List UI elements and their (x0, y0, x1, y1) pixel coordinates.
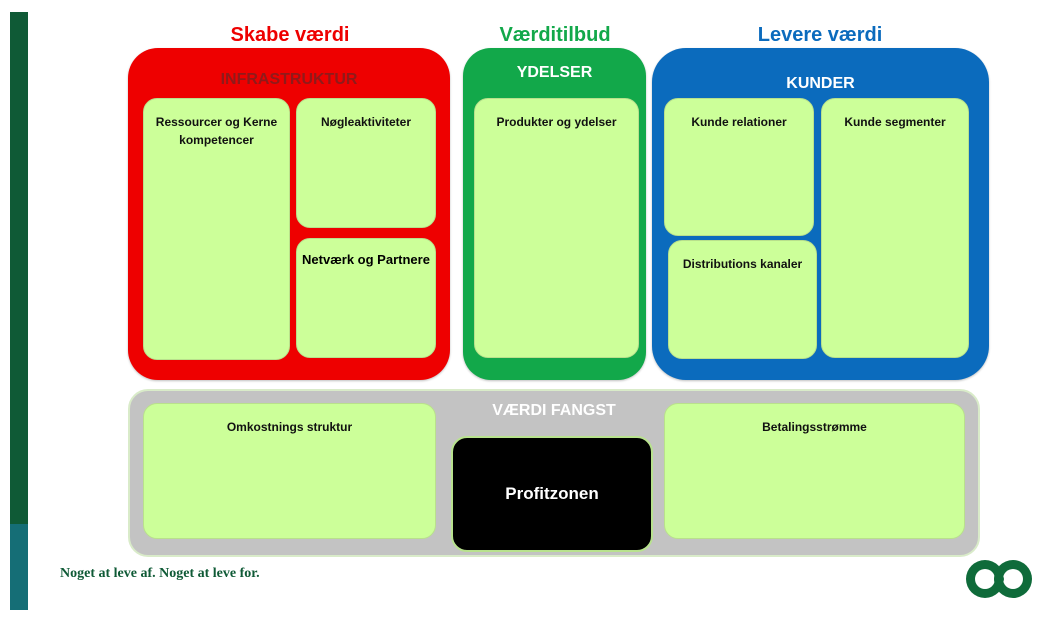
section-title-skabe-vaerdi: Skabe værdi (230, 24, 350, 46)
cell-ressourcer: Ressourcer og Kerne kompetencer (143, 98, 290, 360)
cell-kunde-relationer: Kunde relationer (664, 98, 814, 236)
landbrug-foedevarer-logo (964, 556, 1032, 602)
cell-betalingsstroemme: Betalingsstrømme (664, 403, 965, 539)
side-stripe-green (10, 12, 28, 524)
cell-distributions-kanaler: Distributions kanaler (668, 240, 817, 359)
logo-graphic (966, 560, 1032, 598)
cell-netvaerk-partnere: Netværk og Partnere (296, 238, 436, 358)
profitzonen-label: Profitzonen (505, 484, 599, 503)
cell-omkostnings-struktur: Omkostnings struktur (143, 403, 436, 539)
side-stripe-teal (10, 524, 28, 610)
cell-noegleaktiviteter: Nøgleaktiviteter (296, 98, 436, 228)
ydelser-header: YDELSER (516, 64, 593, 81)
infrastruktur-header: INFRASTRUKTUR (220, 71, 358, 88)
vaerdi-fangst-header: VÆRDI FANGST (492, 402, 616, 419)
cell-kunde-segmenter: Kunde segmenter (821, 98, 969, 358)
cell-produkter-ydelser: Produkter og ydelser (474, 98, 639, 358)
footer-tagline: Noget at leve af. Noget at leve for. (60, 566, 260, 581)
section-title-levere-vaerdi: Levere værdi (757, 24, 883, 46)
section-title-vaerditilbud: Værditilbud (499, 24, 611, 46)
kunder-header: KUNDER (786, 75, 855, 92)
cell-profitzonen: Profitzonen (451, 436, 653, 552)
